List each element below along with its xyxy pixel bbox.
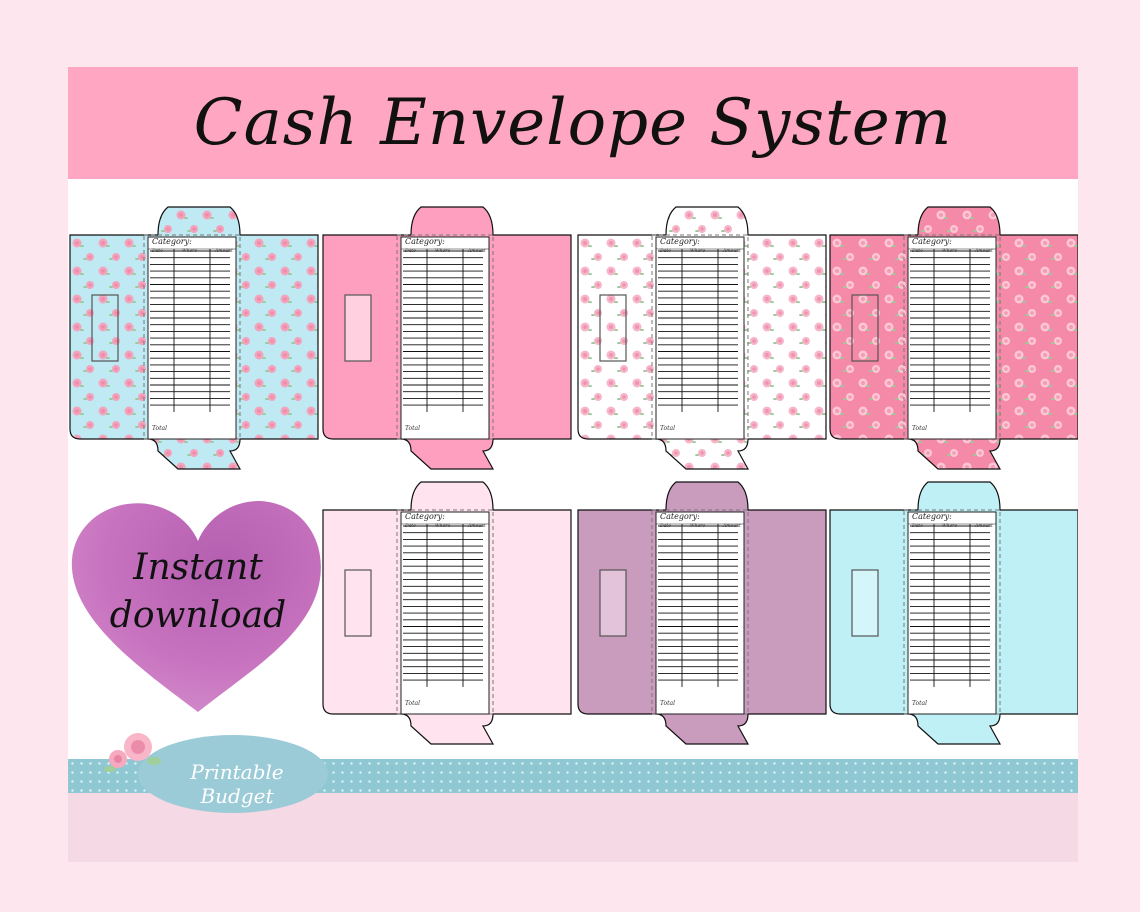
envelope-category-label: Category: (152, 237, 192, 246)
envelope-col-amount: Amount (723, 524, 741, 529)
envelope-col-amount: Amount (468, 524, 486, 529)
envelope-total-label: Total (152, 425, 168, 432)
heart-line-2: download (109, 595, 287, 636)
envelope-col-date: Date (660, 524, 671, 529)
envelope-total-label: Total (660, 700, 676, 707)
envelope-col-date: Date (660, 249, 671, 254)
envelope-total-label: Total (405, 425, 421, 432)
envelope-col-date: Date (405, 249, 416, 254)
envelope-col-where: Where (435, 524, 451, 529)
heart-badge: Instant download (68, 497, 328, 717)
page-title: Cash Envelope System (193, 86, 953, 160)
envelope-col-amount: Amount (975, 249, 993, 254)
envelope-col-date: Date (405, 524, 416, 529)
envelope-col-where: Where (942, 249, 958, 254)
envelope-col-amount: Amount (468, 249, 486, 254)
envelope-col-amount: Amount (215, 249, 233, 254)
rose-icon (104, 729, 164, 773)
envelope-col-where: Where (182, 249, 198, 254)
envelope-col-where: Where (942, 524, 958, 529)
envelope-category-label: Category: (405, 237, 445, 246)
logo-badge (138, 735, 328, 813)
envelope-col-amount: Amount (975, 524, 993, 529)
envelope-total-label: Total (912, 425, 928, 432)
envelope-col-where: Where (690, 524, 706, 529)
title-band: Cash Envelope System (68, 67, 1078, 179)
envelope-col-where: Where (690, 249, 706, 254)
envelope-category-label: Category: (660, 512, 700, 521)
heart-icon (71, 501, 321, 712)
heart-line-1: Instant (133, 547, 263, 588)
envelope-category-label: Category: (405, 512, 445, 521)
envelope-category-label: Category: (660, 237, 700, 246)
envelope-category-label: Category: (912, 512, 952, 521)
envelope-total-label: Total (660, 425, 676, 432)
envelope-col-amount: Amount (723, 249, 741, 254)
logo-text: Printable Budget (190, 760, 284, 808)
envelope-total-label: Total (912, 700, 928, 707)
envelope-category-label: Category: (912, 237, 952, 246)
envelope-col-date: Date (912, 524, 923, 529)
envelope-col-date: Date (152, 249, 163, 254)
envelope-col-date: Date (912, 249, 923, 254)
envelope-col-where: Where (435, 249, 451, 254)
envelope-total-label: Total (405, 700, 421, 707)
